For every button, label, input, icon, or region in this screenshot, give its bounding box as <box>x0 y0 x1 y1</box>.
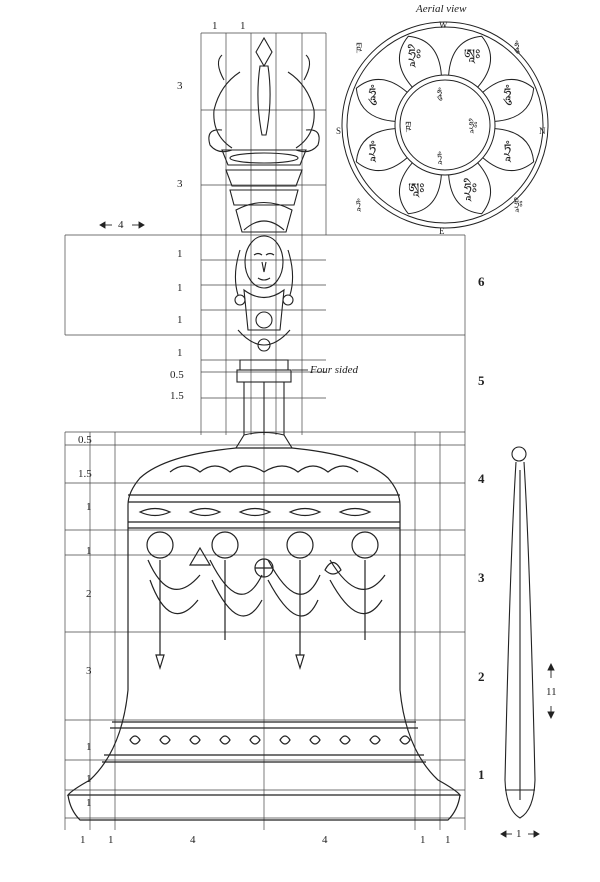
face-row-1: 1 <box>177 248 183 260</box>
petal-syllable: ཨཱཿ <box>408 182 425 198</box>
face-row-3: 1 <box>177 314 183 326</box>
mandala-petal <box>482 79 535 122</box>
handle-row-upper: 3 <box>177 80 183 92</box>
section-5: 5 <box>478 373 485 388</box>
bell-row-1: 0.5 <box>78 434 92 446</box>
bell-body <box>66 447 462 821</box>
bottom-unit-6: 1 <box>445 834 451 846</box>
bell-row-3: 1 <box>86 501 92 513</box>
bell-row-6: 3 <box>86 665 92 677</box>
mandala-petal <box>482 128 535 171</box>
face-row-4: 1 <box>177 347 183 359</box>
section-6: 6 <box>478 274 485 289</box>
aerial-view-title: Aerial view <box>416 3 467 15</box>
width-marker: 4 <box>118 219 124 231</box>
mandala-petal <box>355 79 408 122</box>
bottom-unit-1: 1 <box>80 834 86 846</box>
petal-syllable: ཏྲཱཾ <box>503 142 512 158</box>
section-2: 2 <box>478 669 485 684</box>
aerial-view-mandala <box>341 21 549 229</box>
bottom-unit-5: 1 <box>420 834 426 846</box>
outer-syllable: ཀྵ <box>355 40 363 51</box>
deity-face <box>234 220 294 371</box>
face-row-2: 1 <box>177 282 183 294</box>
handle-top-unit-1: 1 <box>212 20 218 32</box>
face-row-6: 1.5 <box>170 390 184 402</box>
bell-row-8: 1 <box>86 773 92 785</box>
outer-syllable: ཏཱཾ <box>355 199 361 210</box>
direction-south: S <box>336 126 342 136</box>
clapper-width: 1 <box>516 828 522 840</box>
face-row-5: 0.5 <box>170 369 184 381</box>
section-4: 4 <box>478 471 485 486</box>
petal-syllable: ཧཱུཾ <box>368 87 377 103</box>
petal-syllable: ཨཱཿ <box>463 47 481 63</box>
section-3: 3 <box>478 570 485 585</box>
direction-west: W <box>439 20 448 30</box>
mandala-petal <box>355 128 408 171</box>
bell-row-2: 1.5 <box>78 468 92 480</box>
bottom-unit-2: 1 <box>108 834 114 846</box>
section-1: 1 <box>478 767 485 782</box>
mandala-petal <box>448 162 491 215</box>
handle-top-unit-2: 1 <box>240 20 246 32</box>
proportion-grid <box>64 32 466 830</box>
inner-syllable: ཏཱཾ <box>437 152 443 162</box>
bell-row-7: 1 <box>86 741 92 753</box>
outer-syllable: ཧཱུཾ <box>514 40 520 51</box>
mandala-petal <box>448 35 491 88</box>
inner-syllable: ཀྵ <box>405 120 412 130</box>
direction-north: N <box>539 126 546 136</box>
bell-row-9: 1 <box>86 797 92 809</box>
clapper-height: 11 <box>546 686 557 698</box>
petal-syllable: ཏྲཱཾ <box>368 142 377 158</box>
petal-syllable: ཧཱུཾ <box>503 87 512 103</box>
bell-row-4: 1 <box>86 545 92 557</box>
bottom-unit-3: 4 <box>190 834 196 846</box>
mandala-petal <box>399 35 442 88</box>
mandala-petal <box>399 162 442 215</box>
four-sided-annotation: Four sided <box>310 364 358 376</box>
bottom-unit-4: 4 <box>322 834 328 846</box>
bell-row-5: 2 <box>86 588 92 600</box>
outer-syllable: ཧྲཱིཿ <box>514 199 523 210</box>
direction-east: E <box>439 226 445 236</box>
handle-row-lower: 3 <box>177 178 183 190</box>
petal-syllable: ཧྲཱིཿ <box>463 182 478 198</box>
petal-syllable: ཧྲཱིཿ <box>408 47 422 63</box>
dimension-arrows <box>99 221 555 838</box>
vajra-handle <box>208 36 320 233</box>
bell-clapper <box>504 446 536 819</box>
inner-syllable: ཧྲཱིཿ <box>469 120 478 130</box>
inner-syllable: ཧཱུཾ <box>437 88 443 98</box>
four-sided-neck <box>235 369 308 449</box>
